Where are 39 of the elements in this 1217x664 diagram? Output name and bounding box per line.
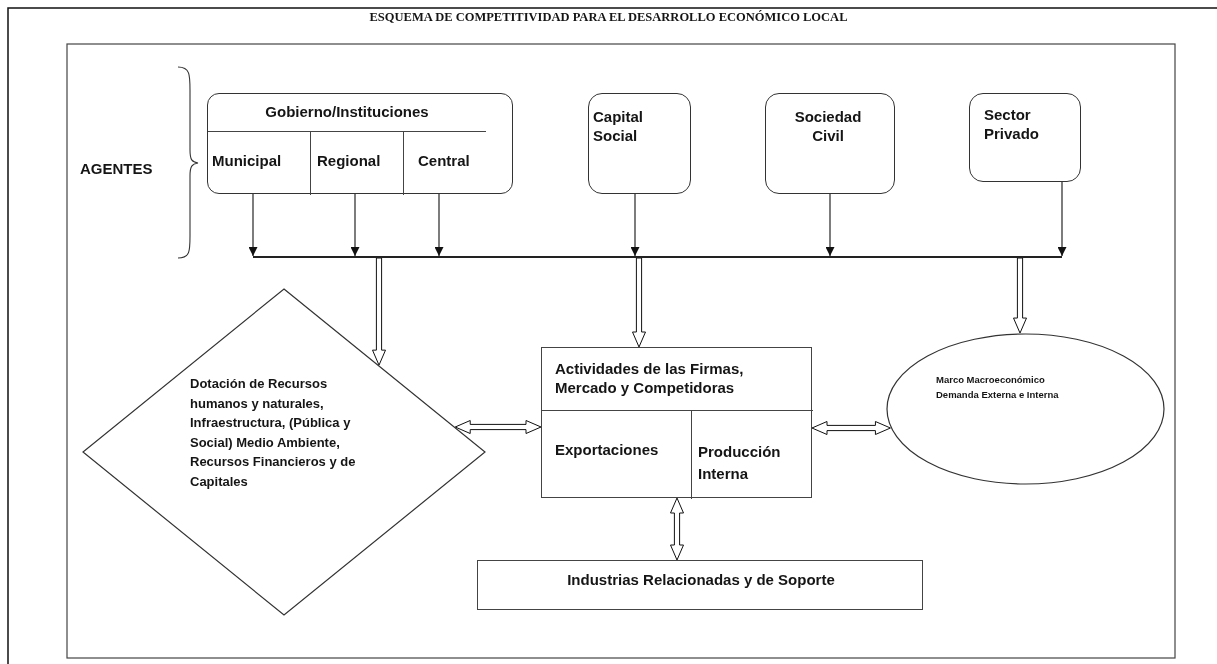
- node-text: Capital Social: [593, 108, 644, 146]
- ellipse-shape: [886, 333, 1165, 485]
- node-text: Sector Privado: [984, 106, 1041, 144]
- rounded-box: [765, 93, 895, 194]
- rounded-box: [207, 93, 513, 194]
- node-text: Sociedad Civil: [793, 108, 863, 146]
- arrow: [434, 193, 444, 257]
- table-cell: [310, 131, 403, 195]
- node-text: Dotación de Recursos humanos y naturales, Infraestructura, (Pública y Social) Medio Ambiente, Recursos Financieros y de Capitales: [190, 375, 357, 491]
- rounded-box: [969, 93, 1081, 182]
- double-line-arrow: [454, 420, 542, 434]
- node-text: Gobierno/Instituciones: [264, 103, 430, 122]
- title: ESQUEMA DE COMPETITIVIDAD PARA EL DESARROLLO ECONÓMICO LOCAL: [368, 10, 849, 26]
- double-line-arrow: [372, 257, 386, 366]
- rounded-box: [588, 93, 691, 194]
- node-text: Regional: [317, 152, 382, 171]
- arrow: [350, 193, 360, 257]
- node-text: Central: [418, 152, 471, 171]
- arrow: [1057, 181, 1067, 257]
- bus-line: [253, 256, 1062, 258]
- node-text: Municipal: [212, 152, 283, 171]
- table-cell: [403, 131, 486, 195]
- section-label: AGENTES: [80, 160, 153, 179]
- decision-diamond: [82, 288, 486, 616]
- node-text: Producción Interna: [698, 442, 782, 484]
- node-text: Exportaciones: [555, 441, 660, 460]
- double-line-arrow: [1013, 257, 1027, 334]
- node-text: Marco Macroeconómico Demanda Externa e Interna: [936, 373, 1060, 402]
- double-line-arrow: [632, 257, 646, 348]
- double-line-arrow: [670, 497, 684, 561]
- arrow: [248, 193, 258, 257]
- arrow: [825, 193, 835, 257]
- node-text: Actividades de las Firmas, Mercado y Competidoras: [555, 360, 745, 398]
- process-box: [541, 347, 812, 498]
- process-box: [477, 560, 923, 610]
- table-cell: [691, 410, 813, 499]
- double-line-arrow: [811, 421, 891, 435]
- arrow: [630, 193, 640, 257]
- node-text: Industrias Relacionadas y de Soporte: [566, 571, 836, 590]
